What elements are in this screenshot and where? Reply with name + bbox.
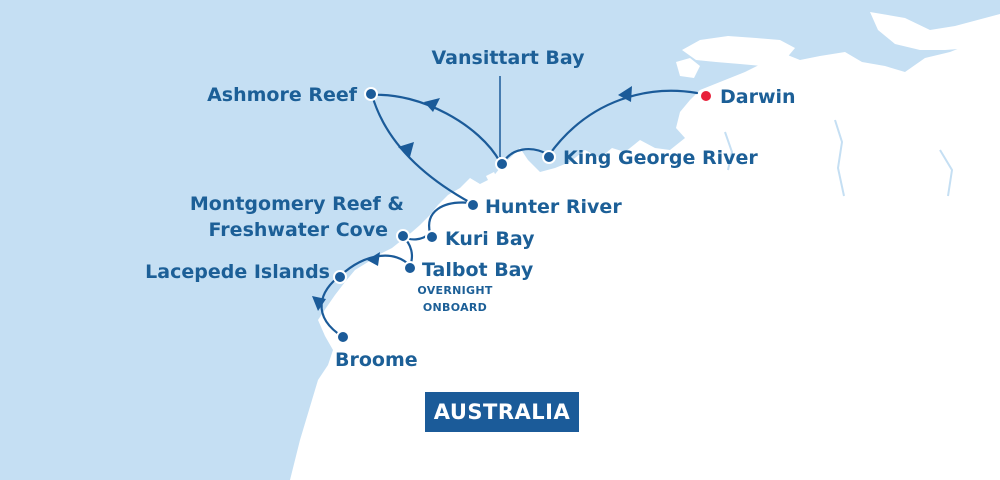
route-arrow <box>618 86 632 102</box>
darwin-marker[interactable] <box>699 89 713 103</box>
broome-marker[interactable] <box>336 330 350 344</box>
country-label: AUSTRALIA <box>423 390 581 434</box>
ashmore-reef-label: Ashmore Reef <box>207 84 358 106</box>
river <box>834 119 845 197</box>
coburg-peninsula <box>870 12 1000 50</box>
darwin-label: Darwin <box>720 86 796 108</box>
king-george-river-label: King George River <box>563 147 758 169</box>
route-hunter-kuri <box>428 201 473 235</box>
bathurst-island <box>676 58 700 78</box>
talbot-bay-label: Talbot Bay <box>422 259 534 281</box>
route-arrow <box>312 296 326 311</box>
king-george-river-marker[interactable] <box>542 150 556 164</box>
route-ashmore-hunter <box>370 93 473 205</box>
route-vansittart-ashmore <box>370 93 502 164</box>
vansittart-bay-label: Vansittart Bay <box>432 47 586 69</box>
kuri-bay-label: Kuri Bay <box>445 228 535 250</box>
montgomery-reef-label: Montgomery Reef & <box>190 193 404 215</box>
river <box>724 131 734 171</box>
montgomery-reef-marker[interactable] <box>396 229 410 243</box>
ashmore-reef-marker[interactable] <box>364 87 378 101</box>
freshwater-cove-label: Freshwater Cove <box>209 219 388 241</box>
australia-mainland <box>290 38 1000 480</box>
talbot-bay-note-line2: ONBOARD <box>423 301 487 314</box>
route-talbot-lacepede <box>338 254 412 278</box>
talbot-bay-marker[interactable] <box>403 261 417 275</box>
route-arrow <box>367 252 380 266</box>
vansittart-bay-marker[interactable] <box>495 157 509 171</box>
river <box>939 149 954 197</box>
kuri-bay-marker[interactable] <box>425 230 439 244</box>
route-arrow <box>424 98 440 112</box>
lacepede-islands-marker[interactable] <box>333 270 347 284</box>
lacepede-islands-label: Lacepede Islands <box>145 261 330 283</box>
talbot-bay-note-line1: OVERNIGHT <box>417 284 492 297</box>
kimberley-islet <box>466 182 476 191</box>
kimberley-islet <box>486 172 498 184</box>
hunter-river-marker[interactable] <box>466 198 480 212</box>
melville-island <box>682 36 795 66</box>
broome-label: Broome <box>335 349 418 371</box>
route-darwin-king-george <box>547 89 699 157</box>
hunter-river-label: Hunter River <box>485 196 622 218</box>
route-arrow <box>398 142 414 157</box>
